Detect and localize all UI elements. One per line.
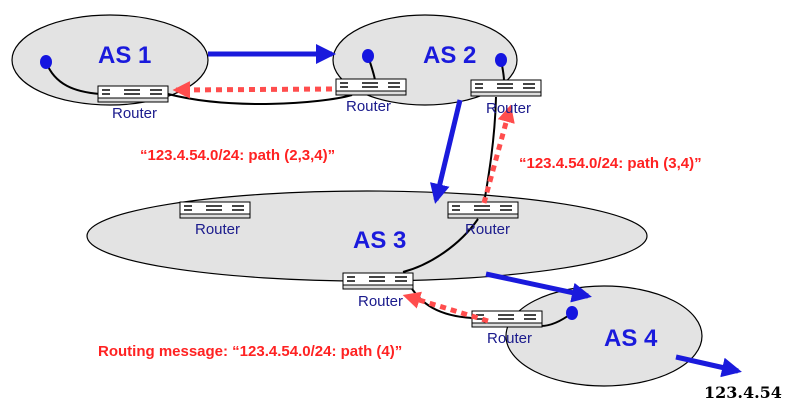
destination-prefix: 123.4.54: [704, 383, 782, 402]
router-as3-left: [179, 201, 251, 219]
router-as3-bottom-label: Router: [358, 293, 403, 310]
as1-label: AS 1: [98, 42, 151, 69]
as1-host: [40, 55, 52, 69]
router-as2-right: [470, 79, 542, 97]
as4-to-destination-arrow: [675, 354, 742, 378]
router-as2-right-label: Router: [486, 100, 531, 117]
as3-internal-link: [402, 218, 479, 273]
advertisement-path-4: Routing message: “123.4.54.0/24: path (4…: [98, 343, 402, 360]
router-as3-right: [447, 201, 519, 219]
advertisement-path-234: “123.4.54.0/24: path (2,3,4)”: [140, 147, 335, 164]
as2-host-2: [495, 53, 507, 67]
router-as2-left-label: Router: [346, 98, 391, 115]
router-as4-label: Router: [487, 330, 532, 347]
as3-label: AS 3: [353, 227, 406, 254]
router-as3-left-label: Router: [195, 221, 240, 238]
as4-host: [566, 306, 578, 320]
ad-as2-to-as1-arrow: [172, 81, 333, 99]
as2-as3-link: [483, 96, 497, 204]
router-as1-label: Router: [112, 105, 157, 122]
as2-host: [362, 49, 374, 63]
ad-as3-to-as2-arrow: [481, 104, 515, 204]
advertisement-path-34: “123.4.54.0/24: path (3,4)”: [519, 155, 702, 172]
router-as1: [97, 85, 169, 103]
as3-to-as4-arrow: [485, 271, 592, 303]
router-as3-bottom: [342, 272, 414, 290]
as4-label: AS 4: [604, 325, 658, 352]
as1-as2-link: [167, 93, 353, 105]
as4-region: [505, 285, 703, 387]
router-as3-right-label: Router: [465, 221, 510, 238]
as2-to-as3-arrow: [430, 99, 463, 204]
ad-as4-to-as3-arrow: [402, 291, 489, 324]
as2-label: AS 2: [423, 42, 476, 69]
router-as2-left: [335, 78, 407, 96]
